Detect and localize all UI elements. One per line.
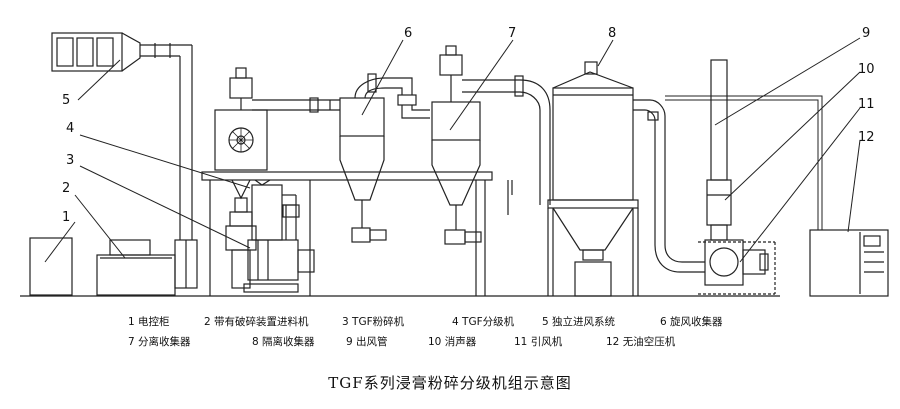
oil-free-air-compressor [809, 229, 889, 297]
compressed-air-line [665, 95, 823, 230]
diagram-title: TGF系列浸膏粉碎分级机组示意图 [328, 374, 572, 392]
duct-to-fan [654, 244, 705, 273]
induced-draft-fan [698, 239, 776, 295]
feeder-with-crusher [96, 239, 198, 296]
cyclone-collector [339, 73, 430, 243]
callout-3: 3 [66, 153, 74, 168]
callout-7: 7 [508, 26, 516, 41]
support-frame [201, 171, 493, 296]
callout-12: 12 [858, 130, 875, 145]
callout-1: 1 [62, 210, 70, 225]
callout-numbers: 1 2 3 4 5 6 7 8 9 10 11 12 [62, 26, 875, 225]
control-cabinet [29, 237, 73, 296]
callout-2: 2 [62, 181, 70, 196]
silencer-and-outlet-pipe [706, 59, 732, 241]
callout-9: 9 [862, 26, 870, 41]
air-intake-system [51, 32, 193, 240]
separation-collector [431, 45, 551, 245]
tgf-classifier [251, 179, 300, 241]
callout-8: 8 [608, 26, 616, 41]
pipe-stub [507, 180, 513, 215]
duct-mill-to-cyclone [252, 97, 340, 113]
callout-4: 4 [66, 121, 74, 136]
callout-5: 5 [62, 93, 70, 108]
callout-10: 10 [858, 62, 875, 77]
callout-6: 6 [404, 26, 412, 41]
leader-lines [44, 37, 861, 263]
callout-11: 11 [858, 97, 875, 112]
isolation-collector [547, 61, 666, 297]
